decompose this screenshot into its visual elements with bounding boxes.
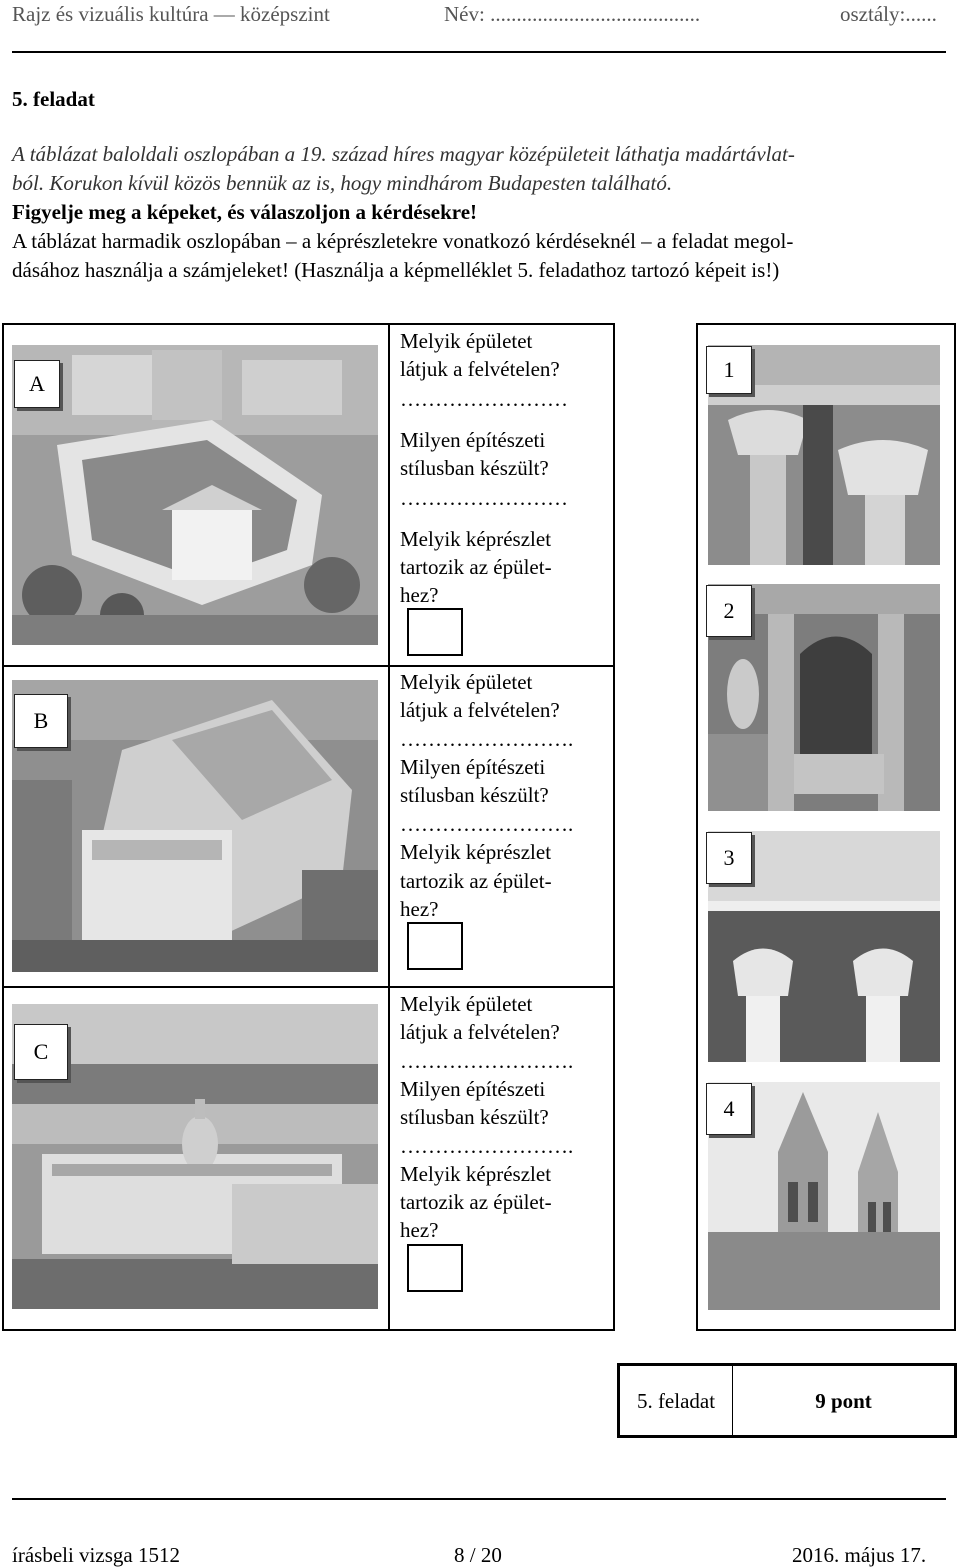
score-points: 9 pont (815, 1389, 872, 1413)
footer-date: 2016. május 17. (792, 1543, 927, 1567)
row-a-q3-line2: tartozik az épület- (400, 555, 552, 579)
row-a-letter: A (14, 360, 60, 408)
row-a-q1-line2: látjuk a felvételen? (400, 357, 560, 381)
row-c-q3-line2: tartozik az épület- (400, 1190, 552, 1214)
header-rule (12, 51, 946, 53)
row-c-q1-line1: Melyik épületet (400, 992, 533, 1016)
detail-4-label: 4 (706, 1083, 752, 1135)
footer-exam-id: írásbeli vizsga 1512 (12, 1543, 180, 1567)
detail-4-photo (708, 1082, 940, 1310)
intro-bold: Figyelje meg a képeket, és válaszoljon a… (12, 200, 478, 224)
row-a-answer2[interactable]: …………………… (400, 486, 568, 510)
row-b-q1-line2: látjuk a felvételen? (400, 698, 560, 722)
row-c-q2-line1: Milyen építészeti (400, 1077, 546, 1101)
row-b-q3-line3: hez? (400, 897, 439, 921)
task-title: 5. feladat (12, 87, 95, 111)
row-b-q1-line1: Melyik épületet (400, 670, 533, 694)
row-b-q2-line2: stílusban készült? (400, 783, 549, 807)
detail-2-photo (708, 584, 940, 811)
intro-line-2: ból. Korukon kívül közös bennük az is, h… (12, 171, 673, 195)
header-class-field: osztály:...... (840, 2, 937, 26)
row-b-q2-line1: Milyen építészeti (400, 755, 546, 779)
row-b-letter: B (14, 694, 68, 748)
row-b-answer2[interactable]: ……………………. (400, 812, 574, 836)
row-c-q3-line3: hez? (400, 1218, 439, 1242)
row-c-q3-line1: Melyik képrészlet (400, 1162, 552, 1186)
row-c-answer2[interactable]: ……………………. (400, 1134, 574, 1158)
row-a-q3-line3: hez? (400, 583, 439, 607)
row-b-answer1[interactable]: ……………………. (400, 727, 574, 751)
row-b-q3-line2: tartozik az épület- (400, 869, 552, 893)
header-subject: Rajz és vizuális kultúra — középszint (12, 2, 330, 26)
row-c-letter: C (14, 1024, 68, 1080)
row-b-detail-answer-box[interactable] (407, 922, 463, 970)
instructions-line-2: dásához használja a számjeleket! (Haszná… (12, 258, 780, 282)
header-name-field: Név: ...................................… (444, 2, 701, 26)
detail-1-label: 1 (706, 346, 752, 394)
building-b-photo (12, 680, 378, 972)
score-label: 5. feladat (636, 1389, 716, 1413)
row-c-answer1[interactable]: ……………………. (400, 1049, 574, 1073)
row-c-q1-line2: látjuk a felvételen? (400, 1020, 560, 1044)
detail-2-label: 2 (706, 585, 752, 637)
row-a-q1-line1: Melyik épületet (400, 329, 533, 353)
row-c-detail-answer-box[interactable] (407, 1244, 463, 1292)
row-a-q2-line2: stílusban készült? (400, 456, 549, 480)
row-a-q2-line1: Milyen építészeti (400, 428, 546, 452)
footer-page-number: 8 / 20 (454, 1543, 502, 1567)
building-c-photo (12, 1004, 378, 1309)
intro-line-1: A táblázat baloldali oszlopában a 19. sz… (12, 142, 795, 166)
detail-3-label: 3 (706, 832, 752, 884)
instructions-line-1: A táblázat harmadik oszlopában – a képré… (12, 229, 794, 253)
row-b-q3-line1: Melyik képrészlet (400, 840, 552, 864)
row-a-detail-answer-box[interactable] (407, 608, 463, 656)
row-c-q2-line2: stílusban készült? (400, 1105, 549, 1129)
row-a-q3-line1: Melyik képrészlet (400, 527, 552, 551)
row-a-answer1[interactable]: …………………… (400, 387, 568, 411)
footer-rule (12, 1498, 946, 1500)
building-a-photo (12, 345, 378, 645)
